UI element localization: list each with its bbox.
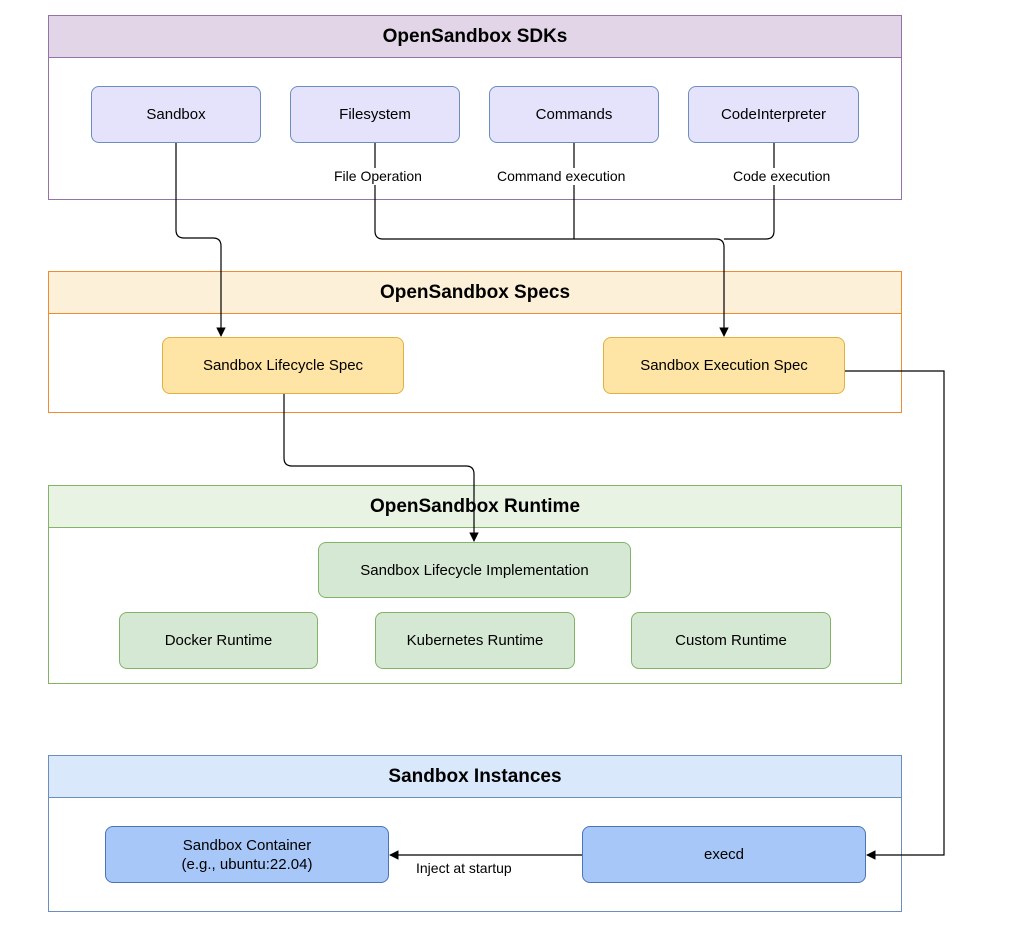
runtime-group: OpenSandbox Runtime bbox=[48, 485, 902, 684]
kubernetes-runtime-node[interactable]: Kubernetes Runtime bbox=[375, 612, 575, 669]
lifecycle-implementation-node[interactable]: Sandbox Lifecycle Implementation bbox=[318, 542, 631, 598]
runtime-group-title: OpenSandbox Runtime bbox=[49, 486, 901, 528]
lifecycle-spec-node[interactable]: Sandbox Lifecycle Spec bbox=[162, 337, 404, 394]
custom-runtime-node[interactable]: Custom Runtime bbox=[631, 612, 831, 669]
execution-spec-node[interactable]: Sandbox Execution Spec bbox=[603, 337, 845, 394]
execd-node[interactable]: execd bbox=[582, 826, 866, 883]
instances-group: Sandbox Instances bbox=[48, 755, 902, 912]
inject-at-startup-label: Inject at startup bbox=[416, 860, 512, 877]
file-operation-label: File Operation bbox=[334, 168, 422, 185]
specs-group-title: OpenSandbox Specs bbox=[49, 272, 901, 314]
sandbox-sdk-node[interactable]: Sandbox bbox=[91, 86, 261, 143]
commands-sdk-node[interactable]: Commands bbox=[489, 86, 659, 143]
code-execution-label: Code execution bbox=[733, 168, 831, 185]
sdks-group-title: OpenSandbox SDKs bbox=[49, 16, 901, 58]
docker-runtime-node[interactable]: Docker Runtime bbox=[119, 612, 318, 669]
instances-group-title: Sandbox Instances bbox=[49, 756, 901, 798]
command-execution-label: Command execution bbox=[497, 168, 626, 185]
sandbox-container-node[interactable]: Sandbox Container (e.g., ubuntu:22.04) bbox=[105, 826, 389, 883]
sandbox-container-title: Sandbox Container bbox=[182, 836, 312, 854]
filesystem-sdk-node[interactable]: Filesystem bbox=[290, 86, 460, 143]
code-interpreter-sdk-node[interactable]: CodeInterpreter bbox=[688, 86, 859, 143]
sandbox-container-example: (e.g., ubuntu:22.04) bbox=[181, 855, 313, 873]
sdks-group: OpenSandbox SDKs bbox=[48, 15, 902, 200]
